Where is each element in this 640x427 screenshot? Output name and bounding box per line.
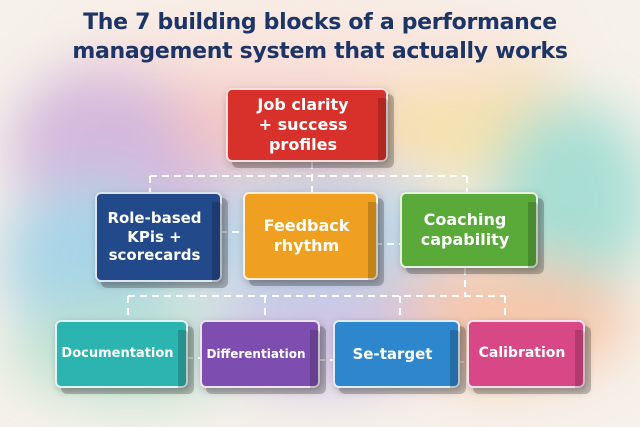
block-label: + success profiles <box>258 115 348 154</box>
block-label: rhythm <box>273 236 340 255</box>
block-differentiation: Differentiation <box>200 320 320 388</box>
connector-top-branch <box>149 175 468 192</box>
block-label: Calibration <box>478 345 566 362</box>
title-line-2: management system that actually works <box>72 39 568 64</box>
connector-bottom-branch <box>127 268 506 322</box>
block-label: scorecards <box>108 246 201 265</box>
block-se-target: Se-target <box>333 320 460 388</box>
block-calibration: Calibration <box>467 320 585 388</box>
block-label: Differentiation <box>206 346 306 361</box>
block-label: Job clarity <box>257 95 349 114</box>
page-title: The 7 building blocks of a performance m… <box>0 8 640 66</box>
block-label: capability <box>420 230 510 249</box>
block-label: Se-target <box>352 344 433 363</box>
block-label: Feedback <box>263 216 350 235</box>
block-label: Coaching <box>423 210 507 229</box>
block-job-clarity: Job clarity+ success profiles <box>226 88 388 162</box>
block-label: Documentation <box>61 345 174 361</box>
block-documentation: Documentation <box>55 320 188 388</box>
block-label: KPis + <box>127 227 182 246</box>
block-label: Role-based <box>107 208 202 227</box>
title-line-1: The 7 building blocks of a performance <box>83 10 557 35</box>
